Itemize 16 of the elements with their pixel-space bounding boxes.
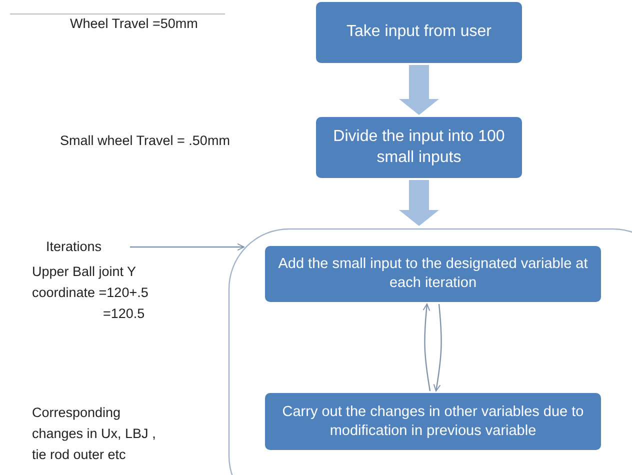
block-arrow	[399, 65, 439, 115]
annotation-text: Upper Ball joint Y coordinate =120+.5	[32, 263, 150, 302]
process-box: Add the small input to the designated variable at each iteration	[265, 246, 601, 302]
arrow	[130, 243, 244, 251]
arrow	[433, 304, 442, 392]
block-arrow	[399, 180, 439, 226]
process-box: Divide the input into 100 small inputs	[316, 117, 522, 178]
annotation-text: Small wheel Travel = .50mm	[60, 132, 230, 150]
annotation-text: Wheel Travel =50mm	[70, 15, 198, 33]
annotation-text: Corresponding changes in Ux, LBJ , tie rod outer etc	[32, 404, 157, 464]
process-box: Carry out the changes in other variables due to modification in previous variable	[265, 393, 601, 450]
annotation-text: =120.5	[103, 305, 145, 323]
arrow	[422, 304, 431, 392]
loop-frame	[228, 228, 632, 475]
process-box: Take input from user	[316, 2, 522, 63]
annotation-text: Iterations	[46, 236, 126, 256]
